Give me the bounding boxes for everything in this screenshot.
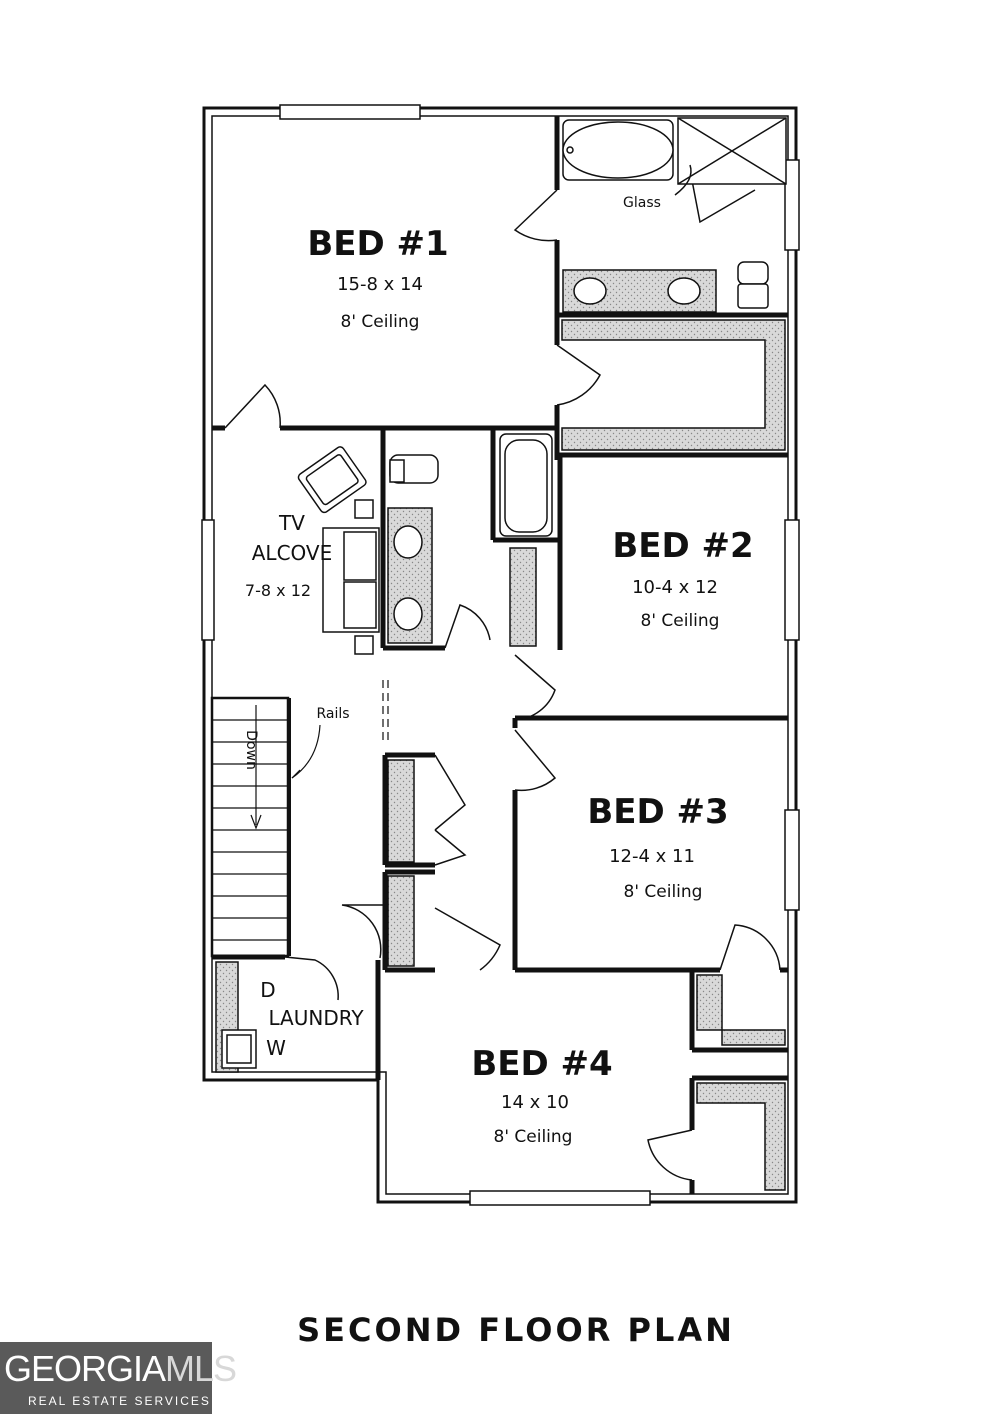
logo-brand-text: GEORGIA: [4, 1348, 166, 1389]
toilet-icon: [737, 261, 769, 285]
tv-alcove-line2: ALCOVE: [252, 541, 333, 565]
laundry-machines: [221, 1029, 257, 1069]
sink-icon: [667, 277, 701, 305]
down-label: Down: [243, 730, 259, 770]
armchair: [297, 446, 367, 514]
tv-alcove-dims: 7-8 x 12: [245, 581, 311, 600]
bed3-dims: 12-4 x 11: [609, 846, 695, 867]
sink-icon: [573, 277, 607, 305]
bed1-title: BED #1: [307, 224, 448, 264]
bed4-ceiling: 8' Ceiling: [494, 1127, 573, 1147]
staircase: [210, 680, 389, 958]
bath-fixtures: [562, 117, 787, 313]
hall-bath-fixtures: [387, 433, 553, 644]
bed2-dims: 10-4 x 12: [632, 577, 718, 598]
glass-arrow: [674, 164, 692, 196]
logo-brand: GEORGIAMLS: [4, 1348, 237, 1390]
washer-label: W: [266, 1036, 286, 1060]
bed1-dims: 15-8 x 14: [337, 274, 423, 295]
bed4-title: BED #4: [471, 1044, 612, 1084]
doors: [224, 117, 781, 1181]
bed2-title: BED #2: [612, 526, 753, 566]
dryer-label: D: [260, 978, 275, 1002]
bed1-ceiling: 8' Ceiling: [341, 312, 420, 332]
plan-title: SECOND FLOOR PLAN: [297, 1311, 735, 1349]
closets: [215, 319, 786, 1191]
bed3-ceiling: 8' Ceiling: [624, 882, 703, 902]
laundry-title: LAUNDRY: [268, 1006, 364, 1030]
bed4-dims: 14 x 10: [501, 1092, 569, 1113]
bed3-title: BED #3: [587, 792, 728, 832]
tv-alcove-line1: TV: [278, 511, 305, 535]
interior-walls: [212, 116, 788, 1194]
exterior-walls: [202, 106, 798, 1204]
glass-label: Glass: [623, 195, 661, 211]
sink-icon: [393, 597, 423, 631]
windows: [201, 104, 800, 1206]
logo-tagline: REAL ESTATE SERVICES: [28, 1394, 211, 1408]
bathtub-oval: [562, 121, 674, 179]
bed2-ceiling: 8' Ceiling: [641, 611, 720, 631]
tv-alcove-furniture: [297, 446, 380, 655]
georgia-mls-logo: GEORGIAMLS REAL ESTATE SERVICES: [0, 1342, 237, 1414]
rails-label: Rails: [316, 706, 349, 722]
sink-icon: [393, 525, 423, 559]
logo-brand-suffix: MLS: [165, 1348, 237, 1389]
